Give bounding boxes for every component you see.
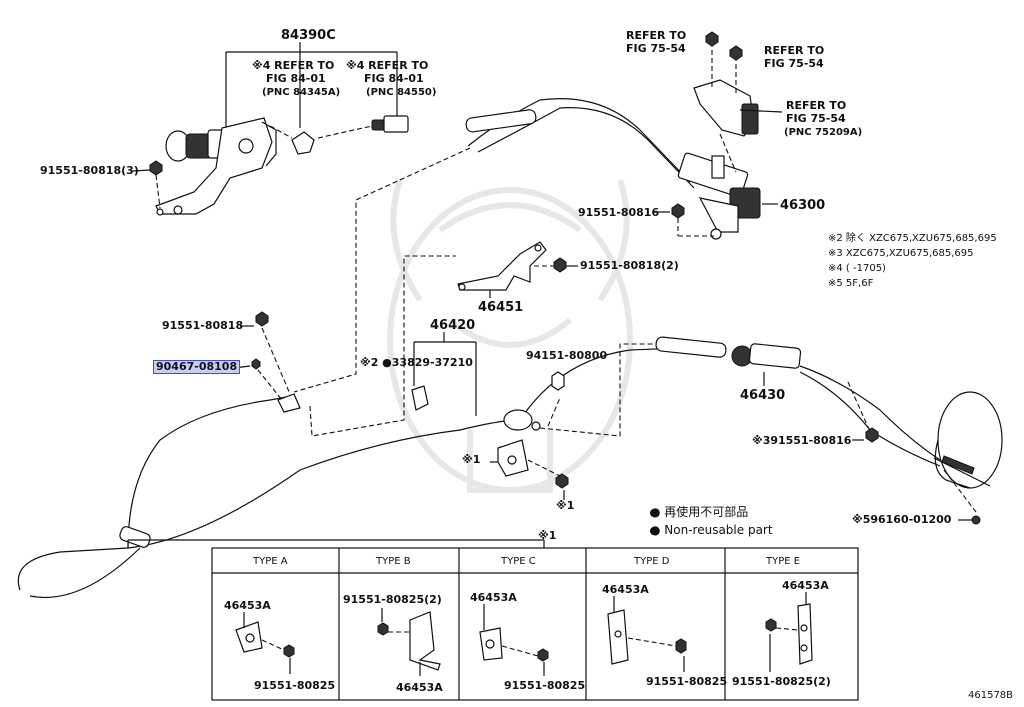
callout-90467-08108-highlighted[interactable]: 90467-08108 xyxy=(153,360,241,374)
callout-94151-80800[interactable]: 94151-80800 xyxy=(526,349,608,362)
type-a-header: TYPE A xyxy=(253,556,288,567)
note-2: ※2 除く XZC675,XZU675,685,695 xyxy=(828,233,997,244)
refer-75209a-line3[interactable]: (PNC 75209A) xyxy=(784,127,863,138)
refer-84550-line2[interactable]: FIG 84-01 xyxy=(364,72,424,85)
type-c-part[interactable]: 46453A xyxy=(470,591,517,604)
note-3: ※3 XZC675,XZU675,685,695 xyxy=(828,248,974,259)
refer-84345a-line1[interactable]: ※4 REFER TO xyxy=(252,59,335,72)
type-b-part[interactable]: 46453A xyxy=(396,681,443,694)
type-b-header: TYPE B xyxy=(376,556,411,567)
type-e-bolt[interactable]: 91551-80825(2) xyxy=(732,675,831,688)
watermark-emblem xyxy=(387,179,633,493)
refer-84345a-line2[interactable]: FIG 84-01 xyxy=(266,72,326,85)
type-c-header: TYPE C xyxy=(501,556,536,567)
callout-33829-37210[interactable]: ※2 ●33829-37210 xyxy=(360,356,473,369)
callout-46420[interactable]: 46420 xyxy=(430,318,476,333)
type-d-part[interactable]: 46453A xyxy=(602,583,649,596)
refer-75-54-a-line1[interactable]: REFER TO xyxy=(626,29,687,42)
callout-bolt-91551-80816[interactable]: 91551-80816 xyxy=(578,206,660,219)
note-4: ※4 ( -1705) xyxy=(828,263,886,274)
legend-dot xyxy=(650,509,658,517)
type-table xyxy=(127,539,859,701)
refer-75-54-a-line2[interactable]: FIG 75-54 xyxy=(626,42,686,55)
note-mark-1-bracket: ※1 xyxy=(462,453,481,466)
callout-bolt-91551-80818-2[interactable]: 91551-80818(2) xyxy=(580,259,679,272)
callout-84390c[interactable]: 84390C xyxy=(281,28,336,43)
note-mark-1-table: ※1 xyxy=(538,529,557,542)
type-d-bolt[interactable]: 91551-80825 xyxy=(646,675,728,688)
type-e-header: TYPE E xyxy=(766,556,801,567)
legend-dot xyxy=(650,527,658,535)
bracket-46451[interactable] xyxy=(457,241,578,298)
legend-nonreusable-en: ● Non-reusable part xyxy=(650,523,773,537)
callout-46300[interactable]: 46300 xyxy=(780,198,826,213)
callout-46430[interactable]: 46430 xyxy=(740,388,786,403)
type-a-part[interactable]: 46453A xyxy=(224,599,271,612)
shift-cables[interactable] xyxy=(17,98,941,599)
refer-75-54-b-line1[interactable]: REFER TO xyxy=(764,44,825,57)
bracket-assembly-84390c[interactable] xyxy=(132,42,409,216)
legend-nonreusable-jp: ● 再使用不可部品 xyxy=(650,505,749,519)
callout-bolt-91551-80818[interactable]: 91551-80818 xyxy=(162,319,244,332)
figure-id: 461578B xyxy=(968,690,1014,701)
refer-84345a-line3[interactable]: (PNC 84345A) xyxy=(262,87,341,98)
bracket-46420[interactable] xyxy=(233,311,569,500)
callout-bolt-91551-80818-3[interactable]: 91551-80818(3) xyxy=(40,164,139,177)
note-mark-1-bolt: ※1 xyxy=(556,499,575,512)
callout-46451[interactable]: 46451 xyxy=(478,300,524,315)
note-5: ※5 5F,6F xyxy=(828,278,874,289)
callout-96160-01200[interactable]: ※596160-01200 xyxy=(852,513,952,526)
cable-46430[interactable] xyxy=(655,336,1003,525)
refer-84550-line1[interactable]: ※4 REFER TO xyxy=(346,59,429,72)
type-a-bolt[interactable]: 91551-80825 xyxy=(254,679,336,692)
type-e-part[interactable]: 46453A xyxy=(782,579,829,592)
refer-75-54-b-line2[interactable]: FIG 75-54 xyxy=(764,57,824,70)
type-c-bolt[interactable]: 91551-80825 xyxy=(504,679,586,692)
refer-84550-line3[interactable]: (PNC 84550) xyxy=(366,87,437,98)
callout-bolt-91551-80816-3[interactable]: ※391551-80816 xyxy=(752,434,852,447)
cable-bracket-46300[interactable] xyxy=(654,31,783,240)
refer-75209a-line1[interactable]: REFER TO xyxy=(786,99,847,112)
refer-75209a-line2[interactable]: FIG 75-54 xyxy=(786,112,846,125)
type-d-header: TYPE D xyxy=(634,556,670,567)
type-b-bolt[interactable]: 91551-80825(2) xyxy=(343,593,442,606)
